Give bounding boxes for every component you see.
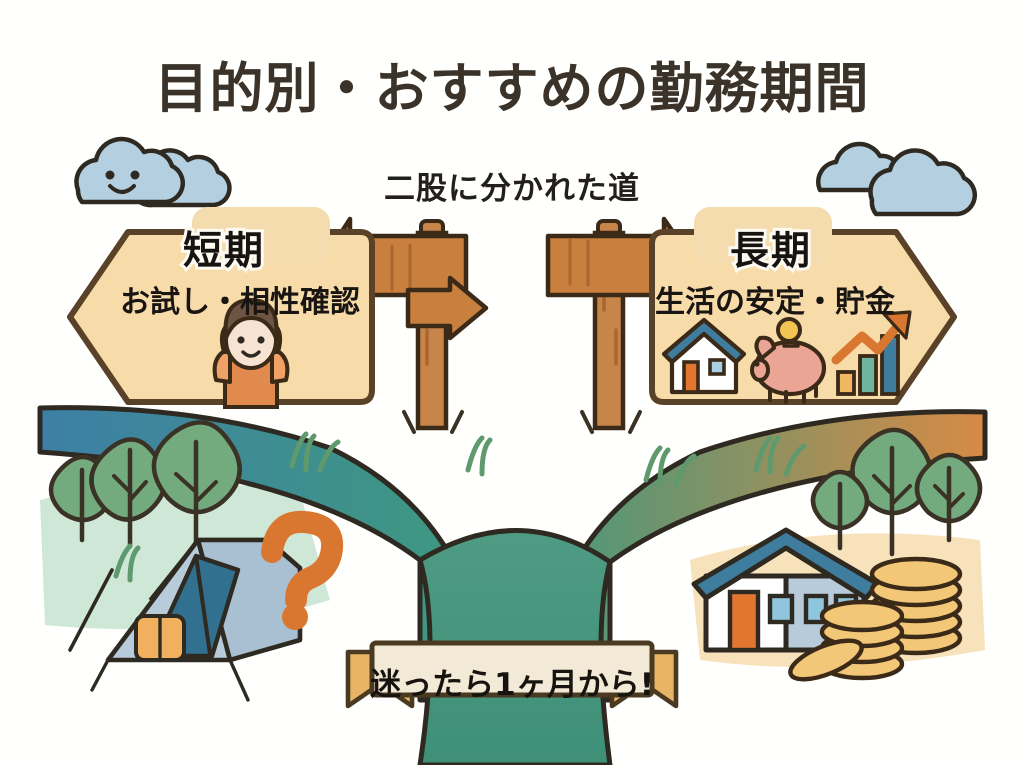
tent-icon [68,537,303,702]
cloud-eye-right [130,170,140,180]
tree-icon [850,427,934,557]
banner-text: 迷ったら1ヶ月から! [370,667,654,703]
cloud-smiling-icon [74,136,186,205]
tree-icon [810,469,870,551]
fork-subtitle: 二股に分かれた道 [384,171,640,207]
sign-left-subtext: お試し・相性確認 [120,285,360,320]
cloud-eye-left [105,170,115,180]
sign-right-subtext: 生活の安定・貯金 [655,285,895,320]
sign-left-heading: 短期 [180,226,266,277]
sign-right-heading: 長期 [727,226,813,277]
house-icon-scene [691,527,881,653]
tree-icon [914,452,983,543]
growth-chart-icon [831,310,912,396]
tree-icon [151,420,242,559]
page-title: 目的別・おすすめの勤務期間 [154,57,870,120]
question-mark-icon [261,510,344,630]
sign-panel-left[interactable] [67,207,375,409]
piggy-bank-icon [750,317,827,404]
cloud-smile [108,184,136,194]
grass-icon [113,431,807,583]
hiker-girl-icon [212,298,290,409]
banner-ribbon [345,640,679,709]
cloud-icon-right-front [868,148,978,217]
house-icon [661,317,747,395]
sign-panel-right[interactable] [649,207,957,405]
coin-stack-icon [788,556,963,682]
